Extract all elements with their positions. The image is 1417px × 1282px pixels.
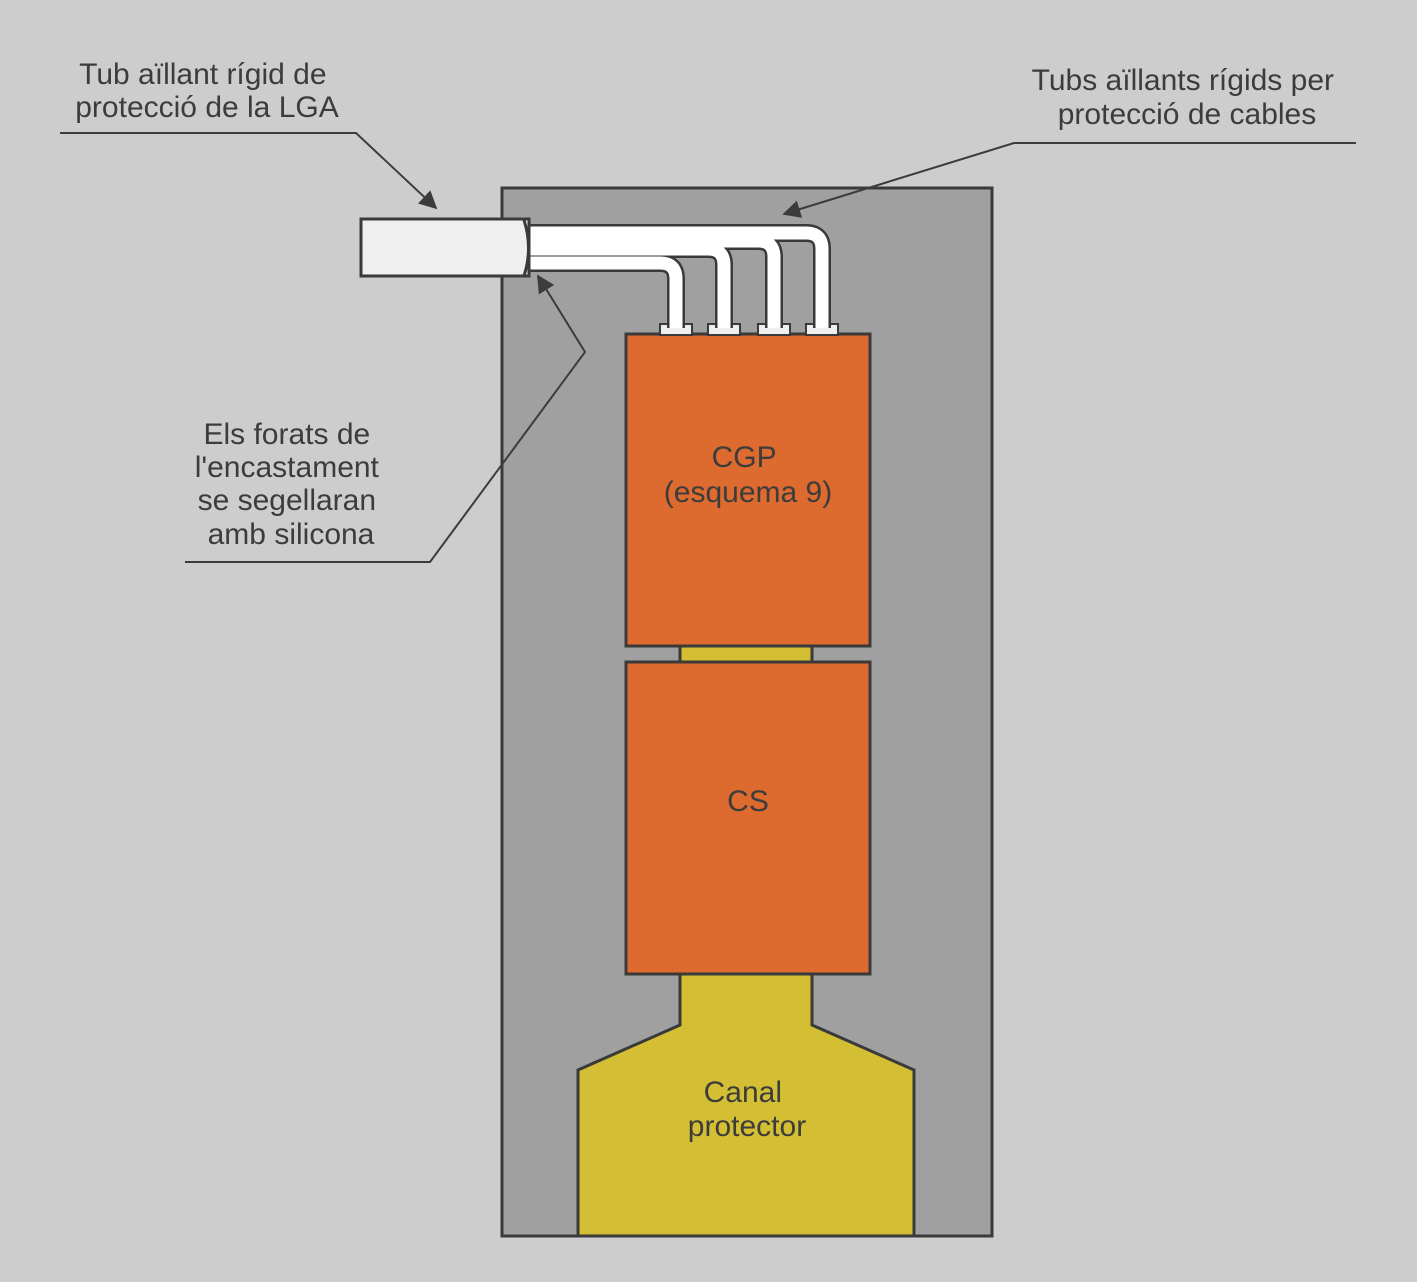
cgp-label-subtitle: (esquema 9) bbox=[664, 476, 832, 509]
protective-channel bbox=[576, 970, 916, 1238]
cable-tubes bbox=[528, 224, 831, 328]
canal-label-line: Canal bbox=[704, 1076, 782, 1109]
canal-label: Canal protector bbox=[688, 1076, 806, 1143]
seal-note-label-line: se segellaran bbox=[198, 484, 376, 517]
cgp-label-title: CGP bbox=[712, 441, 776, 474]
cgp-box bbox=[624, 332, 872, 648]
lga-tube-end bbox=[522, 219, 530, 277]
leader-cable-tubes bbox=[782, 142, 1356, 218]
cs-label: CS bbox=[727, 785, 769, 818]
leader-lga-tube bbox=[60, 132, 438, 210]
seal-note-label-line: Els forats de bbox=[203, 418, 370, 451]
canal-label-line: protector bbox=[688, 1110, 806, 1143]
seal-note-label-line: l'encastament bbox=[195, 451, 380, 484]
seal-note-label-line: amb silicona bbox=[208, 518, 375, 551]
lga-tube-label: Tub aïllant rígid de protecció de la LGA bbox=[75, 58, 338, 124]
seal-note-label: Els forats de l'encastament se segellara… bbox=[195, 418, 388, 551]
cs-box bbox=[624, 660, 872, 976]
cgp-label: CGP (esquema 9) bbox=[664, 441, 832, 509]
leader-seal-note bbox=[185, 274, 587, 563]
cable-tubes-label: Tubs aïllants rígids per protecció de ca… bbox=[1032, 64, 1343, 131]
cable-tubes-label-line: protecció de cables bbox=[1058, 98, 1317, 131]
lga-tube bbox=[359, 217, 531, 278]
lga-tube-label-line: Tub aïllant rígid de bbox=[79, 58, 326, 91]
cable-tubes-label-line: Tubs aïllants rígids per bbox=[1032, 64, 1334, 97]
lga-tube-label-line: protecció de la LGA bbox=[75, 91, 338, 124]
